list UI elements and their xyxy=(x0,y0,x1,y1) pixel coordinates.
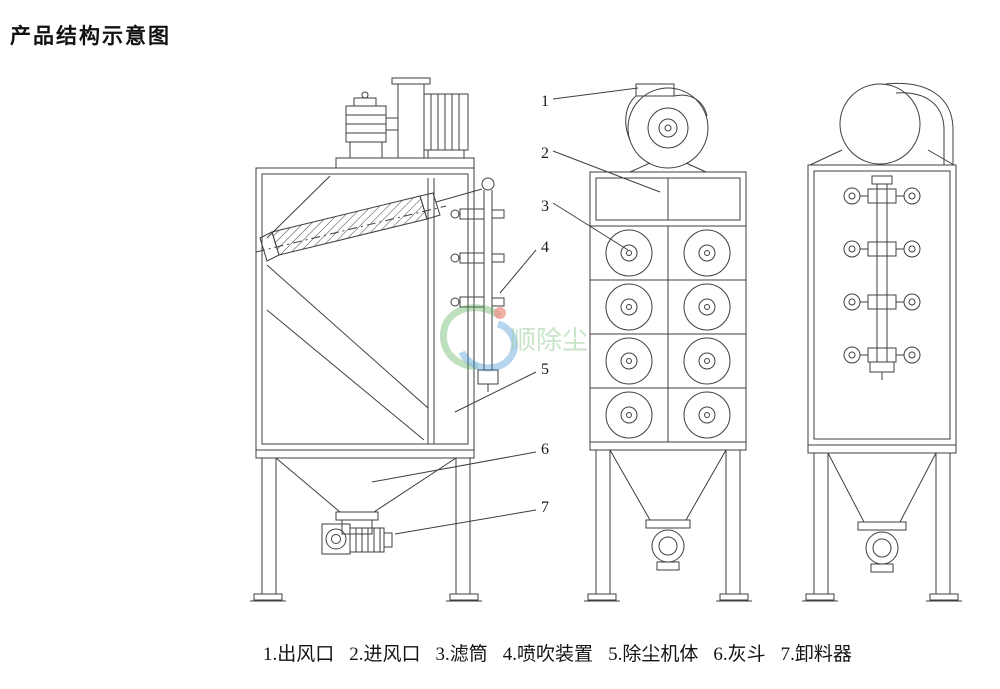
callout-6: 6 xyxy=(541,441,549,458)
rear-view-body xyxy=(807,164,957,446)
leader-line-7 xyxy=(394,509,537,535)
front-view-inlet-plenum xyxy=(589,171,747,227)
side-view-fan-motor xyxy=(335,77,475,169)
leader-line-3 xyxy=(552,202,629,251)
leader-line-4 xyxy=(499,249,537,294)
legend-caption: 1.出风口 2.进风口 3.滤筒 4.喷吹装置 5.除尘机体 6.灰斗 7.卸料… xyxy=(263,639,852,666)
page-title: 产品结构示意图 xyxy=(10,25,171,48)
callout-7: 7 xyxy=(541,499,549,516)
watermark-green-swirl xyxy=(439,304,503,370)
leader-line-5 xyxy=(454,371,537,413)
front-view-fan xyxy=(625,83,709,173)
legend-item-5: 5.除尘机体 xyxy=(608,644,699,665)
leader-line-2 xyxy=(552,150,661,193)
rear-view-fan-inlet xyxy=(809,82,955,166)
callout-5: 5 xyxy=(541,361,549,378)
callout-3: 3 xyxy=(541,198,549,215)
legend-item-6: 6.灰斗 xyxy=(713,644,766,665)
legend-item-2: 2.进风口 xyxy=(349,644,421,665)
callout-leader-lines xyxy=(371,87,661,535)
legend-item-1: 1.出风口 xyxy=(263,644,335,665)
watermark-blue-swirl xyxy=(458,320,518,372)
rear-view-pulse-header xyxy=(843,175,921,380)
callout-2: 2 xyxy=(541,145,549,162)
front-view-drawing xyxy=(584,83,752,602)
leader-line-6 xyxy=(371,451,537,483)
legend-item-4: 4.喷吹装置 xyxy=(502,644,594,665)
callout-4: 4 xyxy=(541,239,549,256)
legend-item-3: 3.滤筒 xyxy=(435,644,488,665)
filter-cartridge-faces xyxy=(605,229,731,439)
front-view-legs-hopper xyxy=(584,441,752,602)
leader-line-1 xyxy=(552,87,639,100)
side-view-discharger xyxy=(321,519,393,555)
rear-view-legs-hopper xyxy=(802,444,962,602)
watermark-logo: 顺除尘 xyxy=(439,304,588,372)
callout-numbers: 1 2 3 4 5 6 7 xyxy=(541,93,549,516)
front-view-cartridge-body xyxy=(589,225,747,443)
pulse-jet-device xyxy=(435,177,505,392)
callout-1: 1 xyxy=(541,93,549,110)
side-view-legs-hopper xyxy=(250,449,482,602)
rear-view-drawing xyxy=(802,82,962,602)
watermark-text: 顺除尘 xyxy=(510,326,588,355)
side-view-filter-cartridge xyxy=(255,192,447,262)
side-view-drawing xyxy=(250,77,505,602)
legend-item-7: 7.卸料器 xyxy=(780,644,852,665)
watermark-red-dot xyxy=(494,307,506,319)
